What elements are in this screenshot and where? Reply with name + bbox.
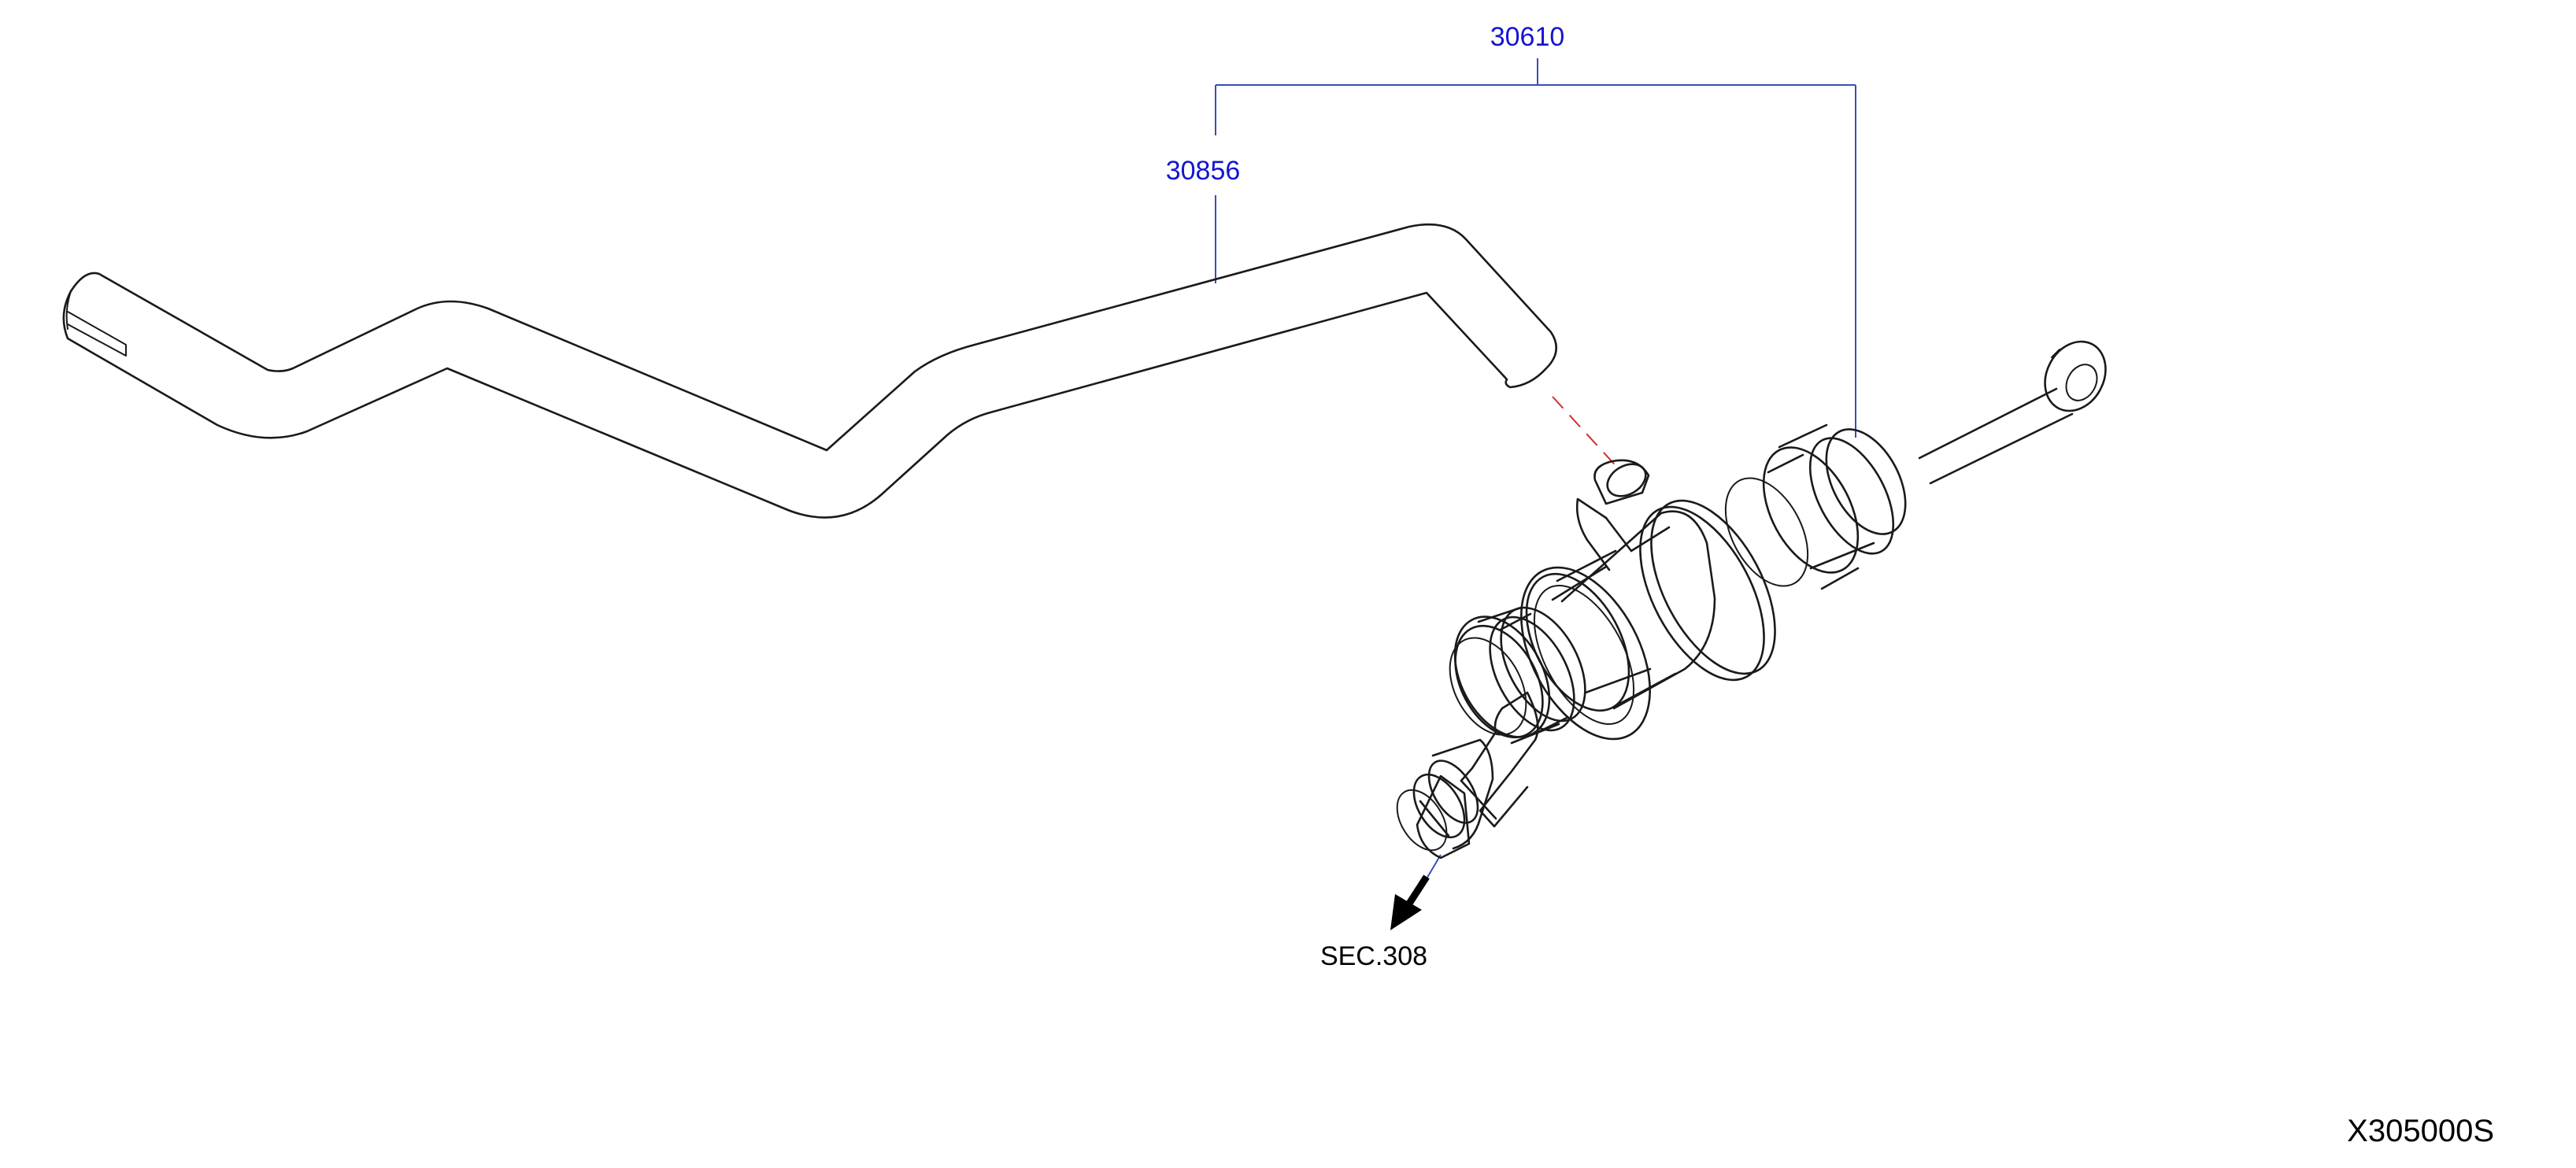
diagram-id: X305000S <box>2347 1114 2494 1148</box>
arrow-shaft <box>1406 874 1430 906</box>
outlet-connector <box>1396 691 1539 859</box>
hose-end-slit <box>67 311 127 357</box>
assembly-bracket-leader <box>1215 58 1856 438</box>
inlet-nipple <box>1575 459 1671 571</box>
section-reference-label[interactable]: SEC.308 <box>1320 941 1427 971</box>
reservoir-hose[interactable] <box>62 224 1557 519</box>
hose-outline <box>62 224 1557 519</box>
clutch-master-cylinder[interactable] <box>1387 331 2118 859</box>
mounting-flange <box>1639 499 1776 682</box>
push-rod <box>1918 387 2074 485</box>
assembly-callout-number[interactable]: 30610 <box>1490 22 1565 52</box>
rear-boot <box>1724 423 1907 590</box>
callout-leaders <box>1215 58 1856 898</box>
hose-connection-dashed-leader <box>1552 396 1621 471</box>
arrow-head <box>1390 894 1422 930</box>
pipe-callout-number[interactable]: 30856 <box>1166 156 1241 186</box>
front-nut <box>1449 606 1560 745</box>
clevis-eye <box>2044 340 2107 412</box>
cylinder-body <box>1520 510 1716 741</box>
hose-end-opening <box>65 290 72 330</box>
section-reference-arrow <box>1390 874 1430 930</box>
